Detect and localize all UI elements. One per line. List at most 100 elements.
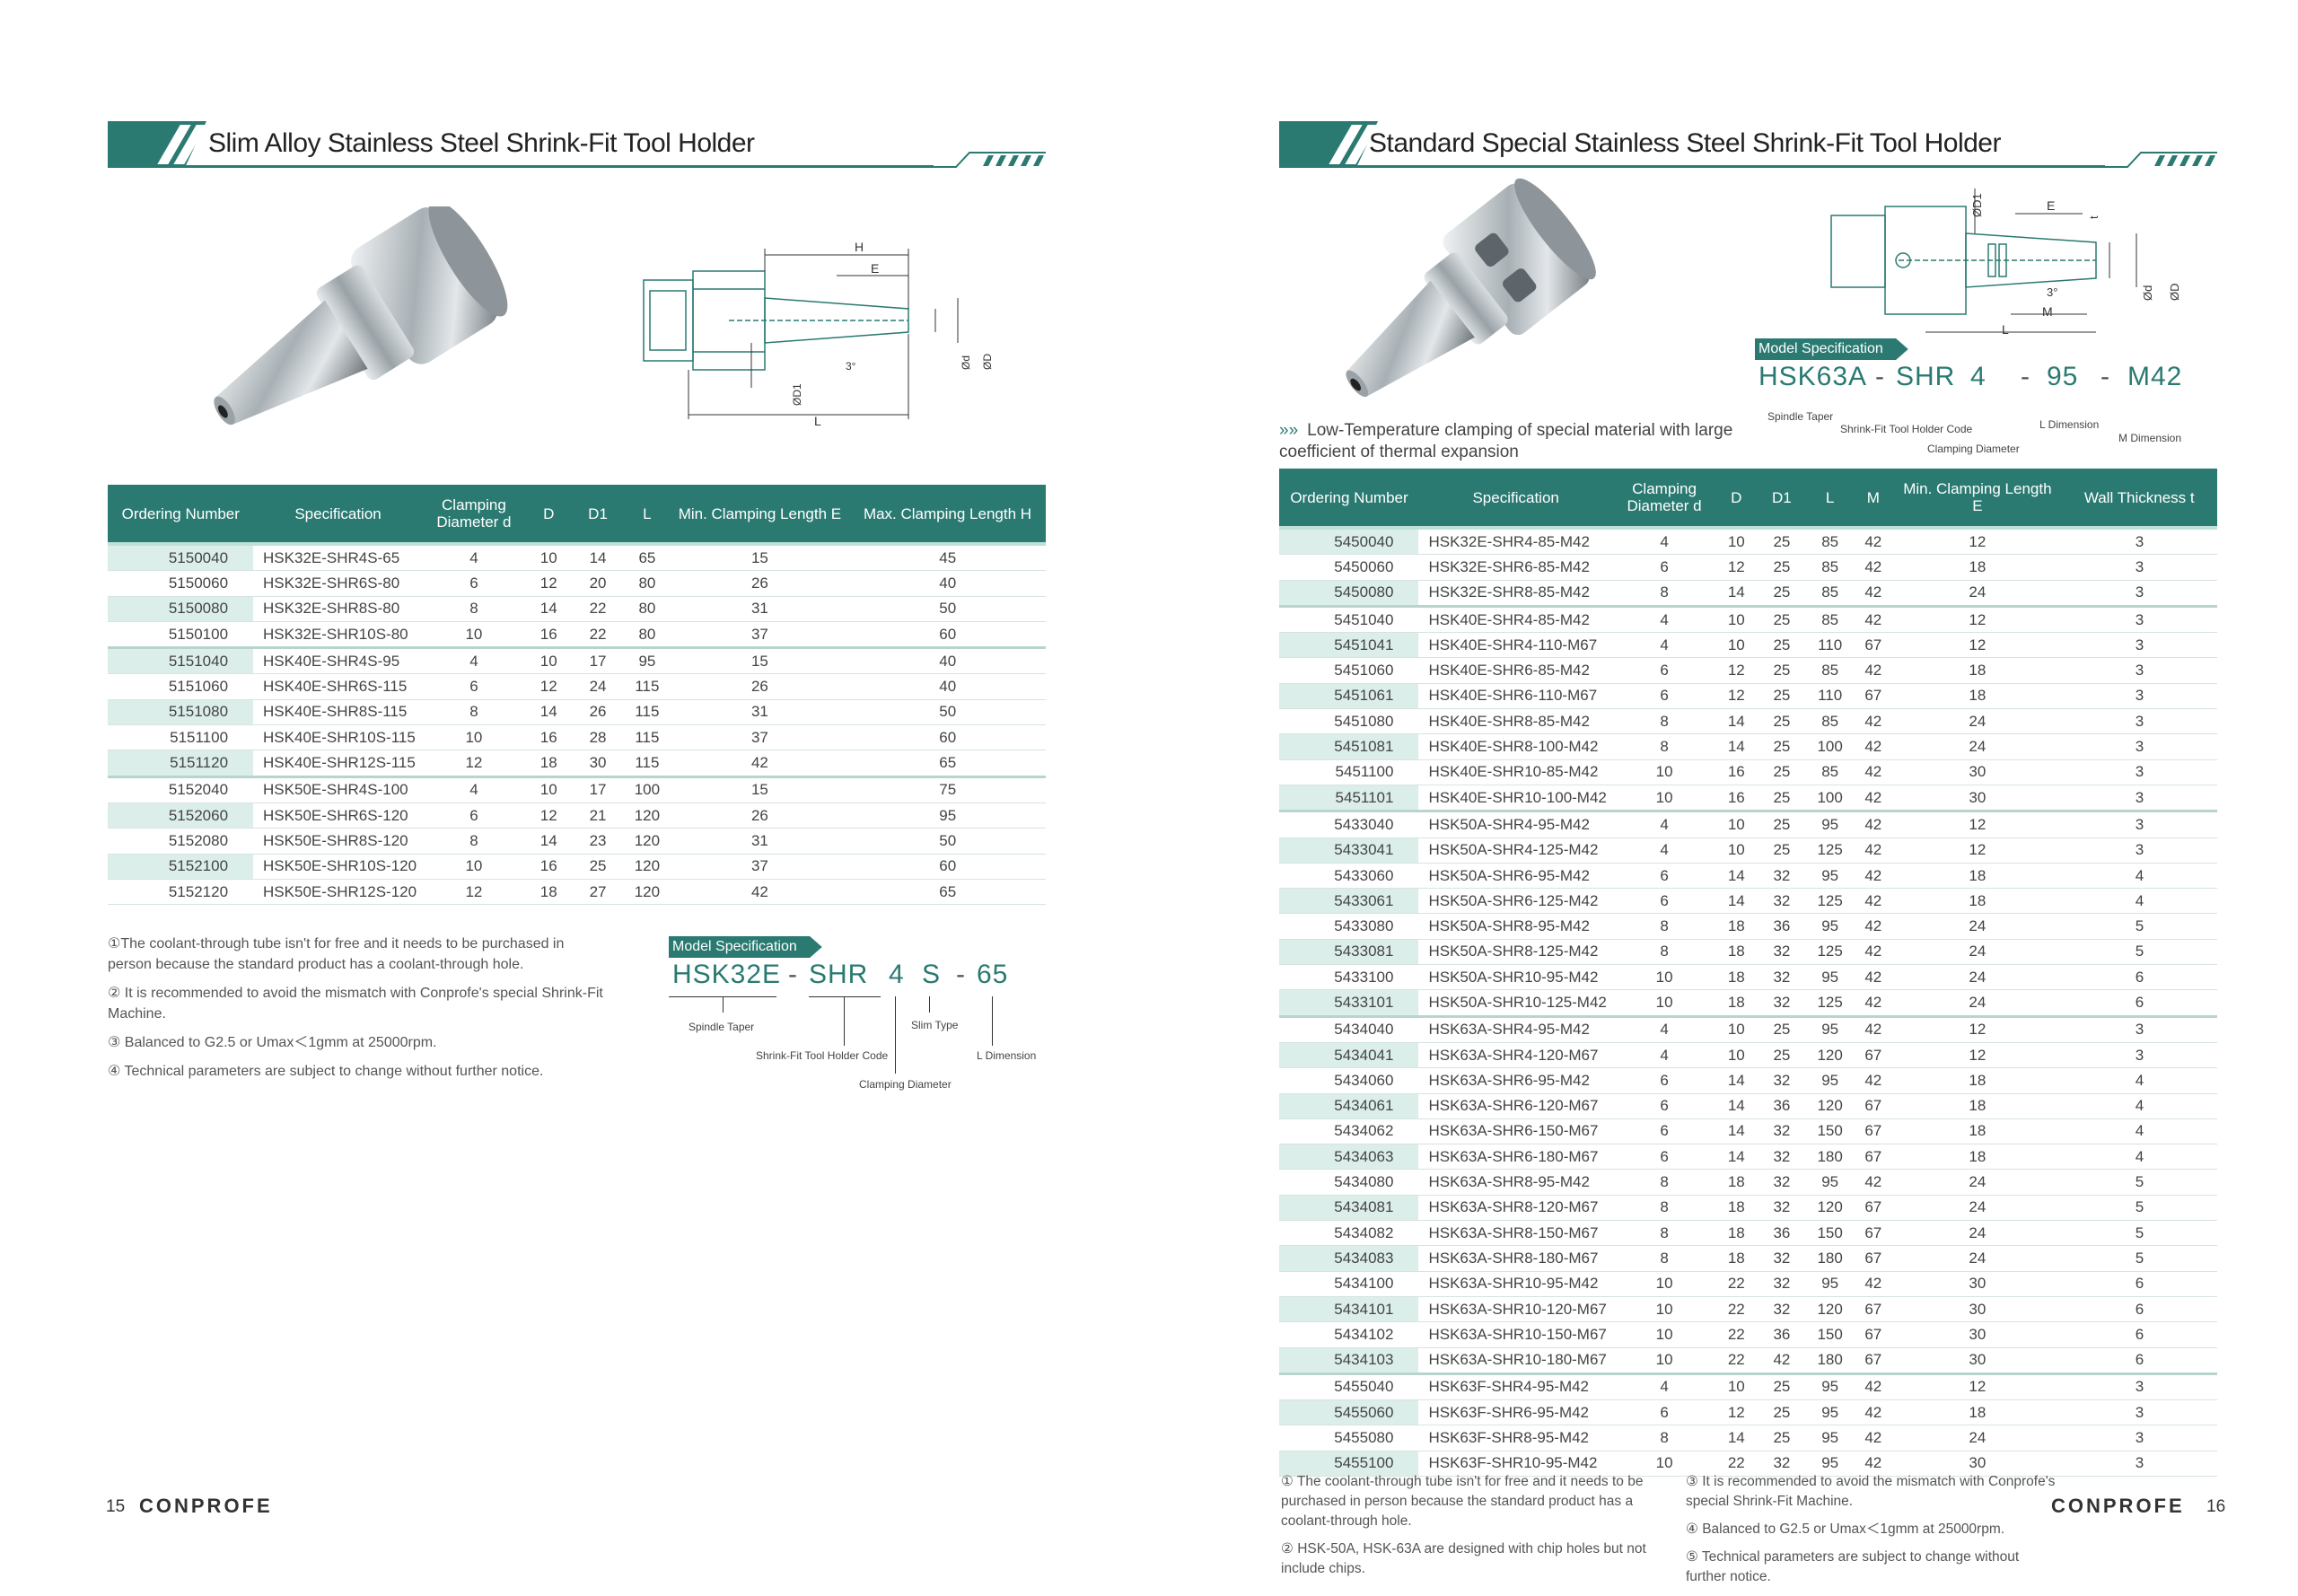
value-cell: 125 [1806, 888, 1854, 915]
model-part-length: 95 [2047, 362, 2079, 391]
model-part-slim: S [922, 960, 942, 989]
column-header: Min. Clamping Length E [670, 485, 849, 546]
value-cell: 50 [848, 828, 1046, 855]
value-cell: 95 [1806, 810, 1854, 838]
ordering-number-cell: 5434063 [1279, 1144, 1419, 1171]
value-cell: 67 [1852, 683, 1894, 710]
value-cell: 18 [1892, 657, 2062, 684]
value-cell: 24 [1892, 1425, 2062, 1451]
svg-text:L: L [814, 414, 821, 428]
value-cell: 3 [2060, 580, 2217, 607]
value-cell: 42 [1852, 810, 1894, 838]
left-page: Slim Alloy Stainless Steel Shrink-Fit To… [106, 121, 1046, 1517]
value-cell: 12 [1892, 1372, 2062, 1401]
value-cell: 18 [1892, 1067, 2062, 1094]
value-cell: 42 [1852, 657, 1894, 684]
value-cell: 95 [1806, 1372, 1854, 1401]
value-cell: 8 [422, 596, 526, 622]
value-cell: 31 [670, 596, 849, 622]
value-cell: 3 [2060, 1399, 2217, 1426]
ordering-number-cell: 5151100 [108, 724, 254, 751]
standard-tool-holder-image [1346, 178, 1596, 398]
value-cell: 16 [524, 854, 573, 880]
value-cell: 95 [1806, 913, 1854, 940]
specification-cell: HSK63F-SHR6-95-M42 [1418, 1399, 1613, 1426]
model-part-spindle: HSK63A [1759, 362, 1868, 391]
value-cell: 42 [1852, 708, 1894, 735]
value-cell: 42 [1852, 989, 1894, 1017]
note-item: ③ Balanced to G2.5 or Umax＜1gmm at 25000… [108, 1035, 437, 1050]
value-cell: 12 [524, 802, 573, 829]
value-cell: 18 [1892, 1399, 2062, 1426]
value-cell: 17 [571, 775, 624, 803]
specification-cell: HSK32E-SHR8S-80 [253, 596, 423, 622]
value-cell: 45 [848, 544, 1046, 572]
value-cell: 18 [1715, 913, 1757, 940]
value-cell: 115 [623, 699, 671, 726]
value-cell: 23 [571, 828, 624, 855]
ordering-number-cell: 5433081 [1279, 939, 1419, 966]
value-cell: 12 [1892, 810, 2062, 838]
value-cell: 12 [422, 879, 526, 906]
value-cell: 24 [1892, 939, 2062, 966]
value-cell: 5 [2060, 1220, 2217, 1247]
value-cell: 10 [1611, 785, 1716, 812]
column-header: L [623, 485, 671, 546]
value-cell: 67 [1852, 1144, 1894, 1171]
right-section-title: Standard Special Stainless Steel Shrink-… [1369, 128, 2001, 158]
ordering-number-cell: 5434082 [1279, 1220, 1419, 1247]
value-cell: 12 [422, 750, 526, 777]
ordering-number-cell: 5434080 [1279, 1169, 1419, 1196]
ordering-number-cell: 5150060 [108, 570, 254, 597]
value-cell: 25 [1756, 708, 1808, 735]
value-cell: 36 [1756, 1321, 1808, 1348]
value-cell: 25 [1756, 683, 1808, 710]
value-cell: 100 [623, 775, 671, 803]
value-cell: 120 [1806, 1195, 1854, 1222]
value-cell: 50 [848, 596, 1046, 622]
value-cell: 120 [623, 879, 671, 906]
value-cell: 14 [571, 544, 624, 572]
value-cell: 42 [1852, 1067, 1894, 1094]
value-cell: 65 [623, 544, 671, 572]
left-brand-logo: CONPROFE [139, 1495, 273, 1517]
value-cell: 6 [1611, 863, 1716, 890]
ordering-number-cell: 5451040 [1279, 604, 1419, 634]
value-cell: 32 [1756, 1451, 1808, 1477]
feature-note: »»Low-Temperature clamping of special ma… [1279, 421, 1733, 461]
value-cell: 14 [1715, 888, 1757, 915]
value-cell: 40 [848, 673, 1046, 700]
value-cell: 24 [1892, 913, 2062, 940]
value-cell: 14 [1715, 1118, 1757, 1145]
value-cell: 30 [1892, 1451, 2062, 1477]
value-cell: 95 [1806, 1014, 1854, 1043]
value-cell: 4 [2060, 888, 2217, 915]
specification-cell: HSK40E-SHR4-85-M42 [1418, 604, 1613, 634]
value-cell: 8 [1611, 1195, 1716, 1222]
value-cell: 14 [1715, 1144, 1757, 1171]
svg-text:3°: 3° [2047, 285, 2057, 299]
value-cell: 37 [670, 854, 849, 880]
value-cell: 6 [2060, 1271, 2217, 1297]
value-cell: 95 [1806, 964, 1854, 991]
specification-cell: HSK63A-SHR8-180-M67 [1418, 1245, 1613, 1272]
value-cell: 20 [571, 570, 624, 597]
value-cell: 120 [623, 854, 671, 880]
value-cell: 85 [1806, 657, 1854, 684]
value-cell: 18 [1892, 1118, 2062, 1145]
value-cell: 6 [422, 673, 526, 700]
value-cell: 6 [422, 570, 526, 597]
header-stripes-icon [929, 152, 1046, 168]
value-cell: 30 [1892, 1347, 2062, 1374]
value-cell: 16 [1715, 759, 1757, 785]
ordering-number-cell: 5152060 [108, 802, 254, 829]
specification-cell: HSK40E-SHR8-100-M42 [1418, 733, 1613, 760]
specification-cell: HSK40E-SHR10S-115 [253, 724, 423, 751]
value-cell: 4 [1611, 810, 1716, 838]
